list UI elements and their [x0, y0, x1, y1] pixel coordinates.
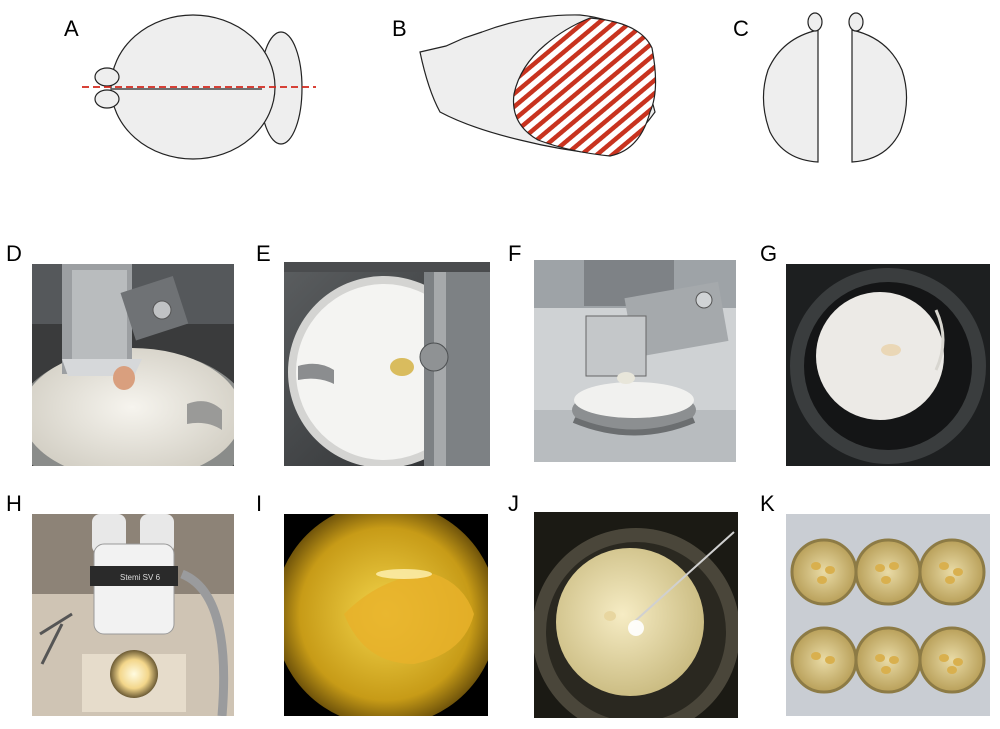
photo-i-magnified-tissue — [284, 514, 488, 716]
photo-k-six-well-plate — [786, 514, 990, 716]
panel-label-e: E — [256, 241, 271, 266]
photo-j-slice-transfer — [534, 512, 738, 718]
left-hemisphere — [762, 29, 819, 163]
panel-label-f: F — [508, 241, 522, 266]
panel-label-d: D — [6, 241, 22, 266]
panel-label-j: J — [508, 491, 519, 516]
diagram-a-dorsal-brain — [82, 14, 316, 160]
photo-g-disc-in-dish — [786, 264, 990, 466]
right-olfactory-bulb — [848, 12, 864, 32]
panel-label-a: A — [64, 16, 79, 41]
photo-e-slice-on-disc — [284, 262, 490, 466]
diagram-b-lateral-brain — [419, 14, 657, 157]
panel-label-g: G — [760, 241, 778, 266]
panel-label-i: I — [256, 491, 263, 516]
olfactory-bulb-lower — [94, 89, 120, 109]
panel-label-b: B — [392, 16, 407, 41]
brain-diagrams — [82, 12, 908, 163]
photo-f-chopper-assembly — [534, 260, 736, 462]
photo-d-chopper-blade — [32, 264, 234, 466]
left-olfactory-bulb — [807, 12, 823, 32]
microscope-brand-label: Stemi SV 6 — [120, 573, 161, 582]
panel-label-h: H — [6, 491, 22, 516]
photo-h-stereo-microscope: Stemi SV 6 — [32, 514, 234, 716]
panel-label-k: K — [760, 491, 775, 516]
olfactory-bulb-upper — [94, 67, 120, 87]
right-hemisphere — [851, 29, 908, 163]
hatched-hippocampal-region — [512, 17, 657, 157]
panel-label-c: C — [733, 16, 749, 41]
diagram-c-separated-hemispheres — [762, 12, 908, 163]
